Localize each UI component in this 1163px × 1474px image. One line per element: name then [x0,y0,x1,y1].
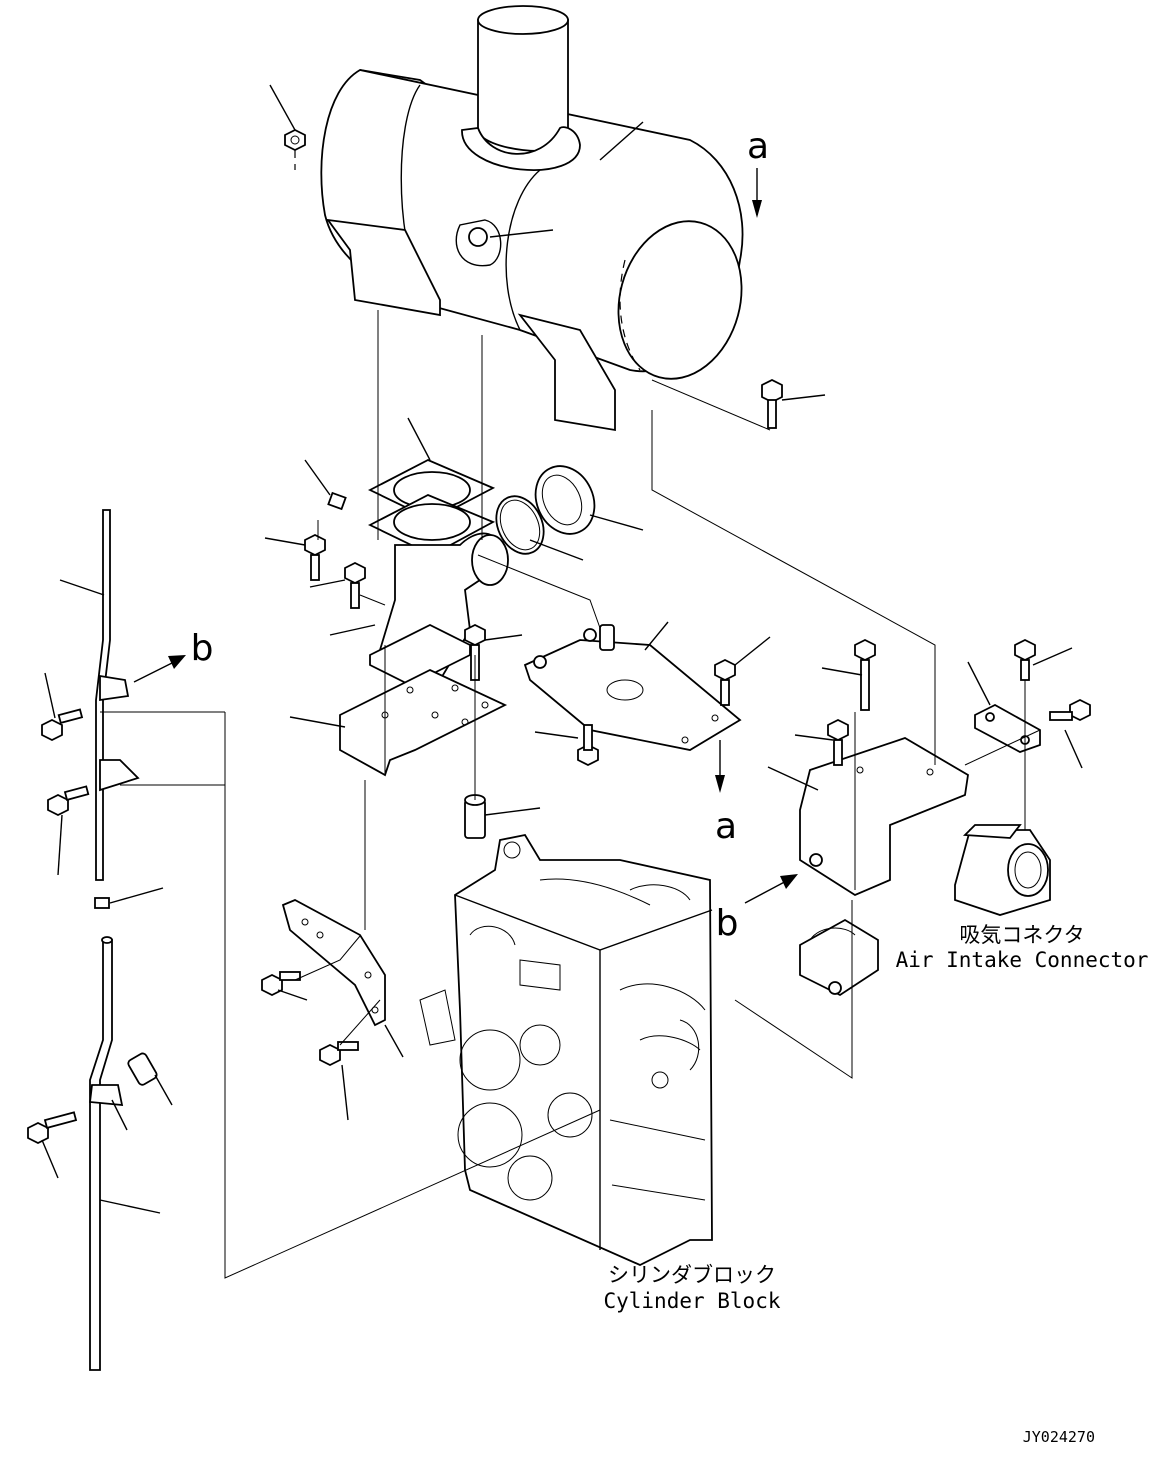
ref-a-top-label: a [747,126,769,167]
air-intake-connector: 吸気コネクタ Air Intake Connector [896,824,1149,972]
bolt-dipstick-2 [47,785,90,876]
dipstick-lower [88,936,161,1371]
cylinder-block-label-en: Cylinder Block [603,1289,780,1313]
bolt-heat-shield-right [714,636,771,706]
reference-a-bottom: a [715,740,737,847]
bolt-right-3 [1014,638,1073,681]
bolt-dipstick-3 [27,1111,78,1179]
ref-b-right-label: b [716,903,739,944]
phantom-lines [100,310,1041,1279]
dipstick-plug [94,887,164,909]
bolt-elbow-1 [264,533,326,581]
bolt-right-2 [794,718,849,766]
drawing-number: JY024270 [1023,1428,1095,1446]
bolt-stay-1 [261,971,308,1001]
stay-bracket [281,899,404,1058]
coupling-sleeve [534,465,644,535]
sleeve-dipstick [127,1052,173,1106]
air-intake-label-jp: 吸気コネクタ [959,923,1084,947]
o-ring [495,495,584,561]
bracket-right [767,737,969,897]
reference-b-left: b [133,628,214,683]
dipstick-upper [59,509,140,881]
cylinder-block-label-jp: シリンダブロック [608,1263,776,1287]
reference-b-right: b [716,874,798,944]
muffler [320,5,744,432]
heat-shield-plate [523,621,742,751]
spacer-center [464,794,541,839]
cylinder-block-caption: シリンダブロック Cylinder Block [603,1263,780,1313]
long-bolt-right [821,638,876,711]
plug-small [304,459,347,511]
bolt-muffler-right [761,378,826,429]
mounting-bracket-left [289,669,508,777]
bolt-heat-shield-lower [534,724,599,767]
ref-b-left-label: b [191,628,214,669]
bolt-elbow-2 [309,561,366,609]
air-intake-label-en: Air Intake Connector [896,948,1149,972]
cylinder-block [419,833,713,1266]
bolt-right-4 [1049,698,1091,769]
bolt-stay-2 [319,1041,359,1121]
reference-a-top: a [747,126,769,218]
exhaust-elbow-assembly [367,459,509,687]
long-bolt-center [464,623,523,681]
bolt-dipstick-1 [41,672,84,742]
nut-top-left [269,84,306,170]
ref-a-bottom-label: a [715,806,737,847]
intake-block [799,918,879,997]
